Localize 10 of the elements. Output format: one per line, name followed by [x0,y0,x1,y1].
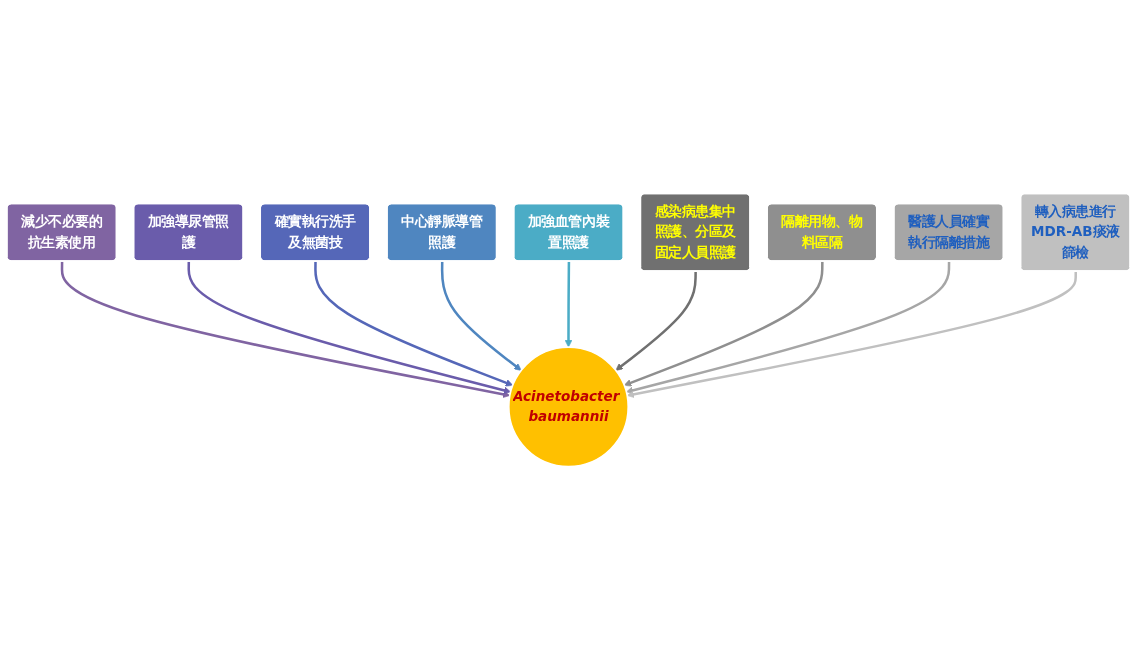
node-circle: Acinetobacter baumannii [507,346,630,468]
arrow [626,261,951,394]
arrow [564,261,573,348]
arrow [615,271,697,371]
arrow [314,261,514,387]
arrow [626,271,1078,398]
arrow [440,261,522,371]
arrow [623,261,824,387]
arrow [60,261,511,398]
arrow [187,261,511,394]
